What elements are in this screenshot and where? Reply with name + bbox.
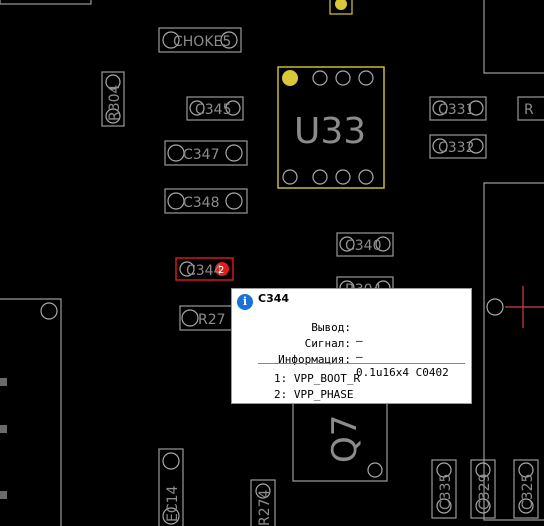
- component-right-large[interactable]: [483, 182, 544, 521]
- chip-label: Q7: [325, 415, 365, 463]
- component-label: C348: [183, 195, 220, 211]
- component-c331[interactable]: C331: [429, 96, 487, 121]
- signal-value: —: [356, 350, 363, 363]
- component-label: C335: [438, 474, 454, 511]
- component-r-edge[interactable]: R: [517, 96, 544, 121]
- tooltip-title: C344: [258, 292, 290, 305]
- pin-label: Вывод:: [311, 321, 351, 334]
- crosshair-marker: [505, 286, 544, 328]
- component-label: R274: [257, 489, 273, 526]
- component-c344-selected[interactable]: C344 2: [175, 257, 234, 281]
- tooltip-row-pin: Вывод: —: [232, 308, 471, 360]
- info-label: Информация:: [278, 353, 351, 366]
- pin1-marker: [282, 70, 298, 86]
- tooltip-row-signal: Сигнал: —: [232, 324, 471, 376]
- net-list-item: 2: VPP_PHASE: [274, 388, 354, 401]
- tooltip-row-info: Информация: 0.1u16x4 C0402: [232, 340, 471, 392]
- chip-label: U33: [294, 111, 366, 152]
- component-label: C340: [345, 238, 382, 254]
- component-choke5[interactable]: CHOKE5: [158, 27, 242, 53]
- info-icon: i: [237, 294, 253, 310]
- component-left-large[interactable]: [0, 298, 62, 526]
- component-c332[interactable]: C332: [429, 134, 487, 159]
- component-ec14[interactable]: EC14: [158, 448, 184, 526]
- component-c340[interactable]: C340: [336, 232, 394, 257]
- component-q7[interactable]: Q7: [292, 404, 388, 482]
- component-label: R304: [107, 84, 123, 121]
- signal-label: Сигнал:: [304, 337, 351, 350]
- component-u33[interactable]: U33: [277, 66, 385, 189]
- info-value: 0.1u16x4 C0402: [356, 366, 449, 379]
- component-c348[interactable]: C348: [164, 188, 248, 214]
- component-r274[interactable]: R274: [250, 479, 276, 526]
- component-c347[interactable]: C347: [164, 140, 248, 166]
- component-c345[interactable]: C345: [186, 96, 244, 121]
- net-list-item: 1: VPP_BOOT_R: [274, 372, 361, 385]
- component-label: R27: [198, 312, 226, 328]
- component-label: C347: [183, 147, 220, 163]
- component-label: EC14: [165, 485, 181, 522]
- component-label: CHOKE5: [173, 34, 231, 50]
- pad-number: 2: [218, 265, 224, 276]
- pin-value: —: [356, 334, 363, 347]
- component-c335[interactable]: C335: [431, 459, 457, 519]
- tooltip-separator: [258, 363, 465, 364]
- component-label: C345: [195, 102, 232, 118]
- component-r304[interactable]: R304: [101, 71, 125, 127]
- component-label: C344: [186, 263, 223, 279]
- component-label: R: [524, 102, 534, 118]
- component-label: C332: [438, 140, 475, 156]
- selected-pad[interactable]: [215, 262, 229, 276]
- component-info-tooltip: i C344 Вывод: — Сигнал: — Информация: 0.…: [231, 288, 472, 404]
- component-c329[interactable]: C329: [470, 459, 496, 519]
- component-label: C329: [477, 474, 493, 511]
- component-label: C325: [520, 474, 536, 511]
- component-label: C331: [438, 102, 475, 118]
- component-c325[interactable]: C325: [513, 459, 539, 519]
